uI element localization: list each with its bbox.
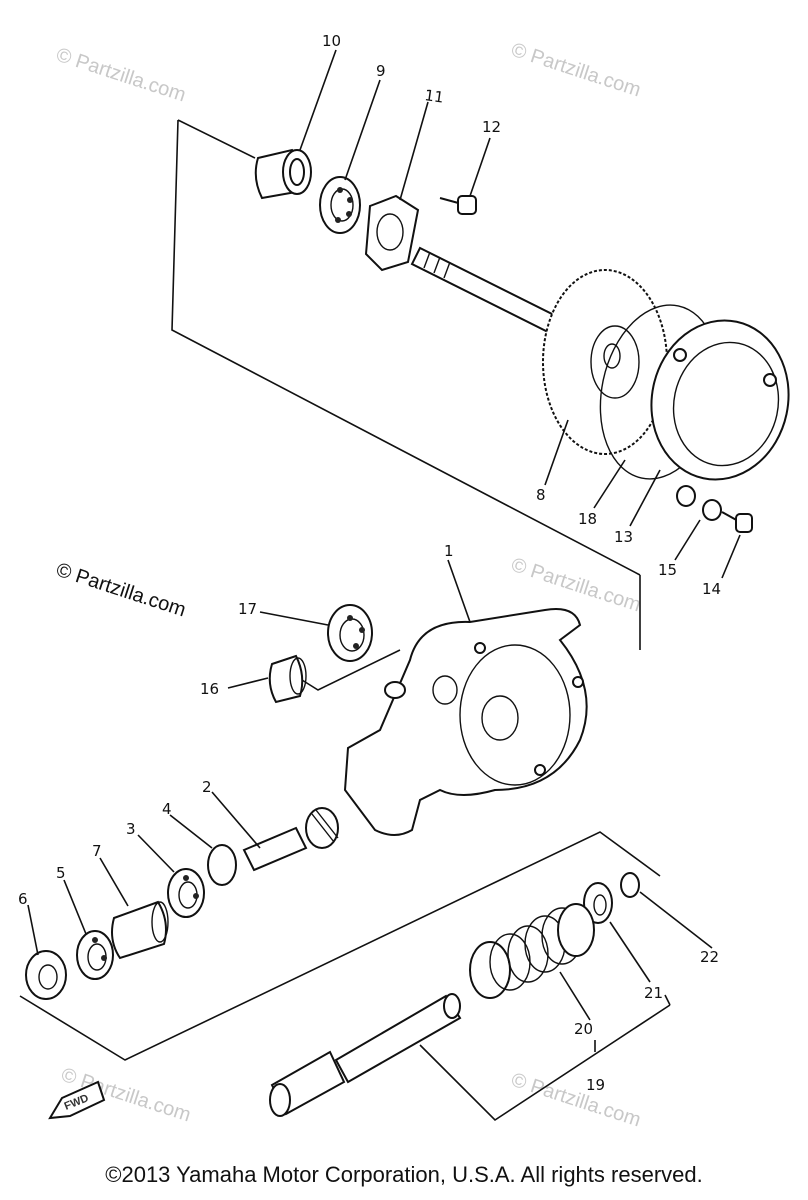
part-4-ring [207, 844, 237, 886]
leader-lines [27, 49, 741, 1021]
callout-3: 3 [126, 820, 136, 838]
part-2-pinion [242, 807, 339, 872]
fwd-arrow-icon: FWD [48, 1080, 106, 1120]
callout-11: 11 [423, 86, 444, 106]
callout-21: 21 [644, 984, 663, 1002]
callout-22: 22 [700, 948, 719, 966]
callout-2: 2 [202, 778, 212, 796]
part-3-bearing [167, 868, 205, 918]
part-13-washer [676, 485, 696, 507]
callout-17: 17 [238, 600, 257, 618]
part-19-shaft [269, 993, 462, 1117]
part-17-bearing [327, 604, 373, 662]
callout-7: 7 [92, 842, 102, 860]
callout-18: 18 [578, 510, 597, 528]
callout-12: 12 [482, 118, 501, 136]
group-19-bracket [419, 994, 671, 1122]
watermark-top-right: © Partzilla.com [508, 39, 643, 102]
lower-left-bracket [19, 831, 661, 1061]
copyright-notice: ©2013 Yamaha Motor Corporation, U.S.A. A… [105, 1162, 703, 1187]
part-22-clip [620, 872, 640, 898]
callout-8: 8 [536, 486, 546, 504]
callout-20: 20 [574, 1020, 593, 1038]
upper-shaft [410, 246, 562, 336]
part-21-washer [583, 882, 613, 924]
upper-assembly-bracket [171, 119, 641, 650]
callout-14: 14 [702, 580, 721, 598]
callout-4: 4 [162, 800, 172, 818]
watermark-bottom-right: © Partzilla.com [508, 1069, 643, 1132]
part-6-seal [25, 950, 67, 1000]
watermark-top-left: © Partzilla.com [53, 44, 188, 107]
callout-16: 16 [200, 680, 219, 698]
callout-13: 13 [614, 528, 633, 546]
part-16-bushing [268, 654, 307, 704]
connector-16-to-case [301, 649, 401, 691]
part-11-plate [364, 194, 420, 272]
watermark-mid-right: © Partzilla.com [508, 554, 643, 617]
part-7-sleeve [111, 900, 169, 960]
callout-19: 19 [586, 1076, 605, 1094]
part-13-cover [650, 319, 790, 481]
part-20-spring [469, 903, 595, 999]
part-5-bearing [76, 930, 114, 980]
callout-10: 10 [322, 32, 341, 50]
callout-6: 6 [18, 890, 28, 908]
part-14-bolt [721, 511, 753, 533]
watermark-prominent: © Partzilla.com [53, 559, 188, 622]
part-10-bushing [254, 148, 312, 200]
callout-5: 5 [56, 864, 66, 882]
part-8-gear [542, 269, 668, 455]
callout-15: 15 [658, 561, 677, 579]
callout-1: 1 [444, 542, 454, 560]
callout-numbers: 10 9 11 12 8 18 13 15 14 1 17 16 2 4 3 7… [18, 32, 721, 1094]
callout-9: 9 [376, 62, 386, 80]
part-15-washer [702, 499, 722, 521]
part-1-case [343, 608, 588, 836]
part-12-bolt [439, 195, 477, 215]
part-9-bearing [319, 176, 361, 234]
